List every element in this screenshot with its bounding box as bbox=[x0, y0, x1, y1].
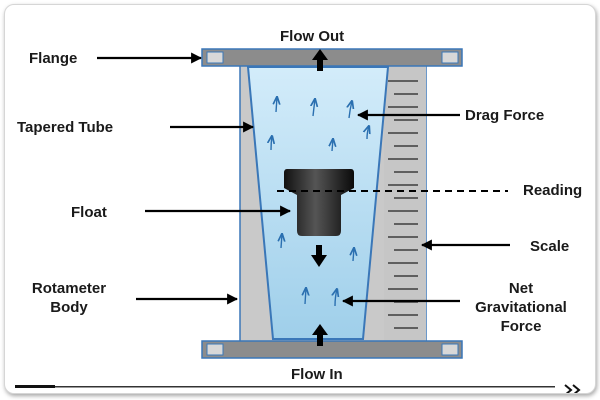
net-gravitational-force-label: Net Gravitational Force bbox=[461, 279, 581, 336]
scale-label: Scale bbox=[530, 238, 570, 255]
net-grav-line3: Force bbox=[500, 318, 542, 335]
top-flange-bolt-right bbox=[441, 51, 459, 64]
flow-out-arrow bbox=[312, 49, 328, 71]
top-flange bbox=[201, 48, 463, 67]
bottom-flange-bolt-left bbox=[206, 343, 224, 356]
flow-streaks bbox=[271, 97, 369, 307]
bottom-flange-bolt-right bbox=[441, 343, 459, 356]
rotameter-body-label-line2: Body bbox=[50, 299, 88, 316]
flange-label: Flange bbox=[29, 50, 78, 67]
gravity-arrow bbox=[311, 245, 327, 267]
tapered-tube-label: Tapered Tube bbox=[17, 119, 114, 136]
bottom-rule-dark bbox=[15, 385, 55, 388]
rewind-icon bbox=[564, 384, 581, 393]
top-flange-bolt-left bbox=[206, 51, 224, 64]
diagram-frame: Flow Out Flange Tapered Tube Drag Force … bbox=[4, 4, 596, 394]
net-grav-line1: Net bbox=[508, 280, 534, 297]
flow-in-label: Flow In bbox=[291, 366, 343, 383]
reading-label: Reading bbox=[523, 182, 583, 199]
rotameter-diagram bbox=[15, 48, 581, 393]
rotameter-body-label-line1: Rotameter bbox=[31, 280, 107, 297]
rotameter-body-label: Rotameter Body bbox=[21, 279, 117, 317]
net-grav-line2: Gravitational bbox=[475, 299, 567, 316]
flow-in-arrow bbox=[312, 324, 328, 346]
float bbox=[284, 169, 354, 236]
float-label: Float bbox=[71, 204, 107, 221]
drag-force-label: Drag Force bbox=[465, 107, 545, 124]
bottom-rule bbox=[55, 386, 555, 388]
bottom-flange bbox=[201, 340, 463, 359]
flow-out-label: Flow Out bbox=[280, 28, 345, 45]
